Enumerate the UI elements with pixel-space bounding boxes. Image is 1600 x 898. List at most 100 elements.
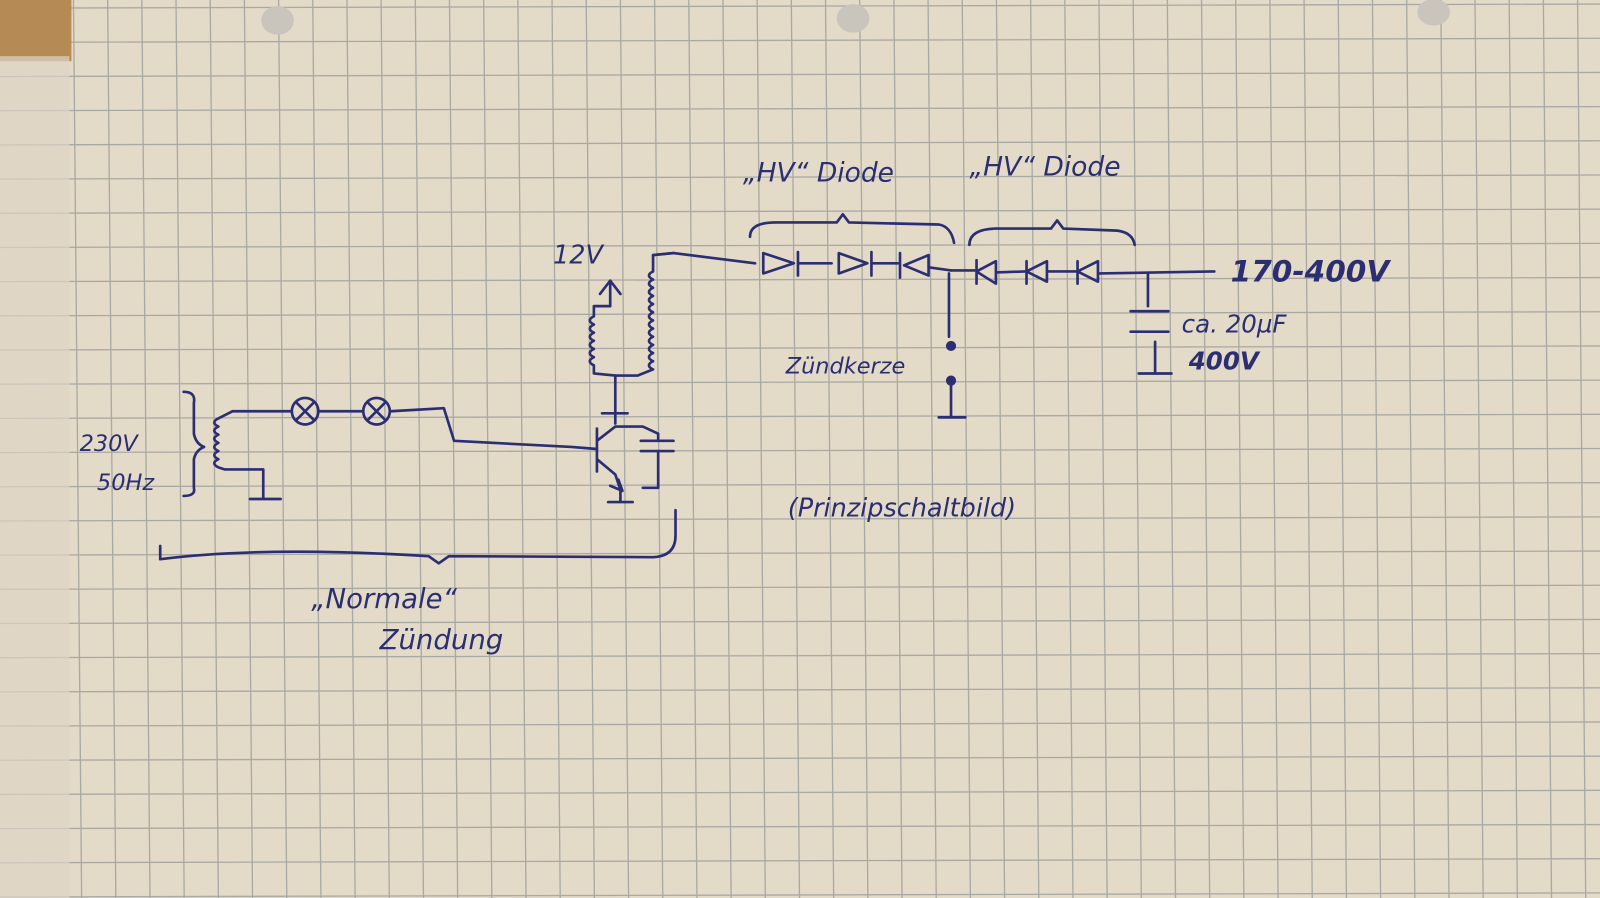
grid-line-vertical: [448, 0, 459, 898]
transformer-winding: [212, 409, 282, 501]
hv-diode-chain: [651, 212, 1216, 419]
grid-line-vertical: [1029, 0, 1040, 898]
grid-line-vertical: [722, 0, 732, 898]
diode-reverse: [975, 258, 1027, 286]
grid-line-vertical: [141, 0, 151, 898]
bottom-brace: [158, 508, 677, 565]
grid-line-vertical: [483, 0, 493, 898]
ground-symbol: [937, 384, 967, 419]
lamp-icon: [361, 396, 392, 426]
diode-forward: [761, 250, 833, 277]
grid-line-vertical: [517, 0, 527, 898]
grid-line-vertical: [893, 0, 903, 898]
grid-line-vertical: [756, 0, 766, 898]
grid-line-vertical: [1064, 0, 1074, 898]
primary-winding: [588, 304, 617, 377]
punch-hole: [836, 4, 870, 33]
wire: [231, 406, 599, 451]
grid-line-vertical: [824, 0, 835, 898]
grid-line-horizontal: [0, 345, 1600, 351]
grid-line-horizontal: [0, 721, 1600, 727]
table-corner: [0, 0, 72, 62]
secondary-winding: [613, 251, 675, 377]
punch-hole: [1417, 0, 1450, 26]
grid-line-horizontal: [0, 174, 1600, 180]
grid-line-vertical: [243, 0, 254, 898]
brace: [968, 219, 1137, 247]
lamp-cross: [294, 400, 316, 422]
grid-line-horizontal: [0, 208, 1600, 214]
grid-line-vertical: [688, 0, 698, 898]
grid-line-horizontal: [0, 379, 1600, 385]
grid-line-horizontal: [0, 140, 1600, 146]
grid-line-vertical: [380, 0, 390, 898]
grid-line-vertical: [653, 0, 664, 898]
supply-arrow-icon: [598, 279, 622, 308]
grid-line-horizontal: [0, 858, 1600, 864]
hv-diode-label-1: „HV“ Diode: [743, 158, 894, 189]
grid-line-vertical: [995, 0, 1006, 898]
grid-line-vertical: [72, 0, 83, 898]
grid-line-vertical: [414, 0, 425, 898]
grid-line-vertical: [106, 0, 117, 898]
punch-holes: [261, 0, 1450, 35]
grid-line-horizontal: [0, 584, 1600, 590]
grid-line-horizontal: [0, 687, 1600, 693]
brace: [182, 390, 206, 498]
diode-reverse: [1025, 259, 1078, 286]
grid-line-horizontal: [0, 3, 1600, 9]
supply-hv-label: 170-400V: [1231, 255, 1392, 289]
ignition-coil: [588, 251, 675, 504]
diode-reverse: [1076, 259, 1216, 286]
grid-line-horizontal: [0, 311, 1600, 317]
capacitor-symbol: [1129, 272, 1173, 375]
grid-line-vertical: [551, 0, 561, 898]
grid-line-vertical: [175, 0, 185, 898]
wire: [600, 374, 629, 425]
caption-label: (Prinzipschaltbild): [788, 493, 1016, 523]
grid-line-horizontal: [0, 71, 1600, 78]
grid-line-horizontal: [0, 618, 1600, 625]
grid-line-vertical: [346, 0, 356, 898]
normal-ignition-label-2: Zündung: [379, 624, 504, 656]
grid-line-vertical: [312, 0, 322, 898]
grid-line-horizontal: [0, 413, 1600, 420]
underlying-sheet: [0, 56, 70, 898]
hv-diode-label-2: „HV“ Diode: [969, 152, 1120, 183]
grid-line-vertical: [859, 0, 869, 898]
grid-line-horizontal: [0, 242, 1600, 249]
punch-hole: [261, 6, 294, 35]
grid-line-vertical: [790, 0, 801, 898]
grid-line-horizontal: [0, 892, 1600, 898]
brace: [748, 212, 956, 245]
spark-electrode: [945, 340, 957, 352]
capacitor-value-label: ca. 20µF: [1182, 310, 1288, 339]
grid-line-vertical: [961, 0, 972, 898]
grid-line-horizontal: [0, 105, 1600, 112]
grid-line-vertical: [1098, 0, 1108, 898]
grid-line-horizontal: [0, 789, 1600, 796]
grid-line-horizontal: [0, 652, 1600, 659]
grid-line-vertical: [1132, 0, 1142, 898]
mains-circuit: [158, 390, 677, 565]
grid-line-horizontal: [0, 550, 1600, 556]
grid-line-vertical: [619, 0, 630, 898]
lamp-cross: [366, 400, 388, 422]
normal-ignition-label-1: „Normale“: [311, 583, 457, 615]
grid-line-horizontal: [0, 276, 1600, 283]
spark-electrode: [945, 375, 957, 386]
grid-line-horizontal: [0, 516, 1600, 522]
mains-voltage-label: 230V: [80, 431, 140, 457]
spark-plug-label: Zündkerze: [785, 353, 906, 379]
grid-line-horizontal: [0, 447, 1600, 454]
diode-forward: [898, 251, 953, 279]
capacitor-voltage-label: 400V: [1188, 346, 1261, 375]
grid-line-horizontal: [0, 755, 1600, 761]
grid-line-horizontal: [0, 37, 1600, 44]
grid-line-horizontal: [0, 823, 1600, 830]
diode-forward: [837, 250, 900, 277]
lamp-icon: [290, 396, 320, 426]
